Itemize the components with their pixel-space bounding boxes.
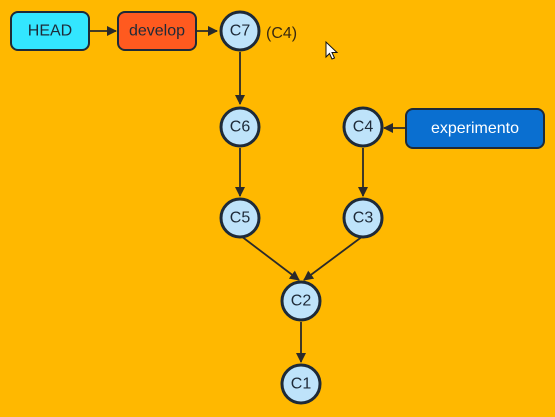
commit-c2[interactable]: C2	[280, 280, 322, 322]
commit-c6[interactable]: C6	[219, 106, 261, 148]
commit-c3[interactable]: C3	[342, 197, 384, 239]
commit-c7-label: C7	[230, 23, 251, 40]
commit-c5-label: C5	[230, 210, 251, 227]
commit-c5[interactable]: C5	[219, 197, 261, 239]
commit-c4-label: C4	[353, 119, 374, 136]
ref-experimento-label: experimento	[431, 120, 519, 137]
ref-head-label: HEAD	[28, 23, 72, 40]
commit-c4[interactable]: C4	[342, 106, 384, 148]
commit-c1[interactable]: C1	[280, 363, 322, 405]
commit-c7[interactable]: C7	[219, 10, 261, 52]
ref-head[interactable]: HEAD	[10, 11, 90, 51]
commit-c2-label: C2	[291, 293, 312, 310]
edge-c3-c2	[303, 235, 364, 281]
commit-c6-label: C6	[230, 119, 251, 136]
mouse-pointer-icon	[325, 40, 339, 60]
ref-develop[interactable]: develop	[117, 11, 197, 51]
edges	[89, 26, 406, 363]
commit-c1-label: C1	[291, 376, 312, 393]
ref-experimento[interactable]: experimento	[405, 108, 545, 149]
ref-develop-label: develop	[129, 23, 185, 40]
edge-c5-c2	[240, 235, 300, 281]
commit-c3-label: C3	[353, 210, 374, 227]
note-c4: (C4)	[266, 25, 297, 42]
